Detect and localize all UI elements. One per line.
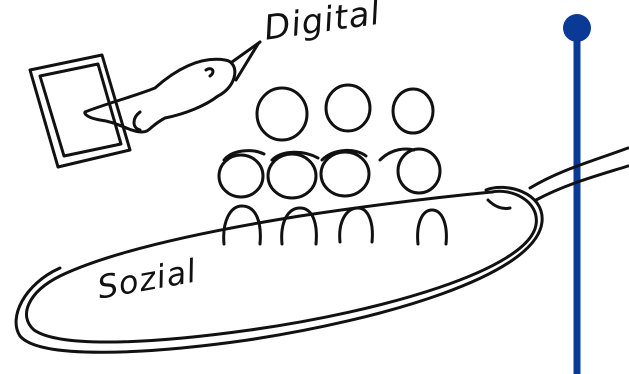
timeline-pin-icon [563,14,591,374]
tablet-icon [28,53,132,169]
pointing-hand-icon [83,40,262,134]
top-accent-bar [380,0,580,4]
people-group-icon [217,83,448,246]
spoon-icon [14,146,629,354]
